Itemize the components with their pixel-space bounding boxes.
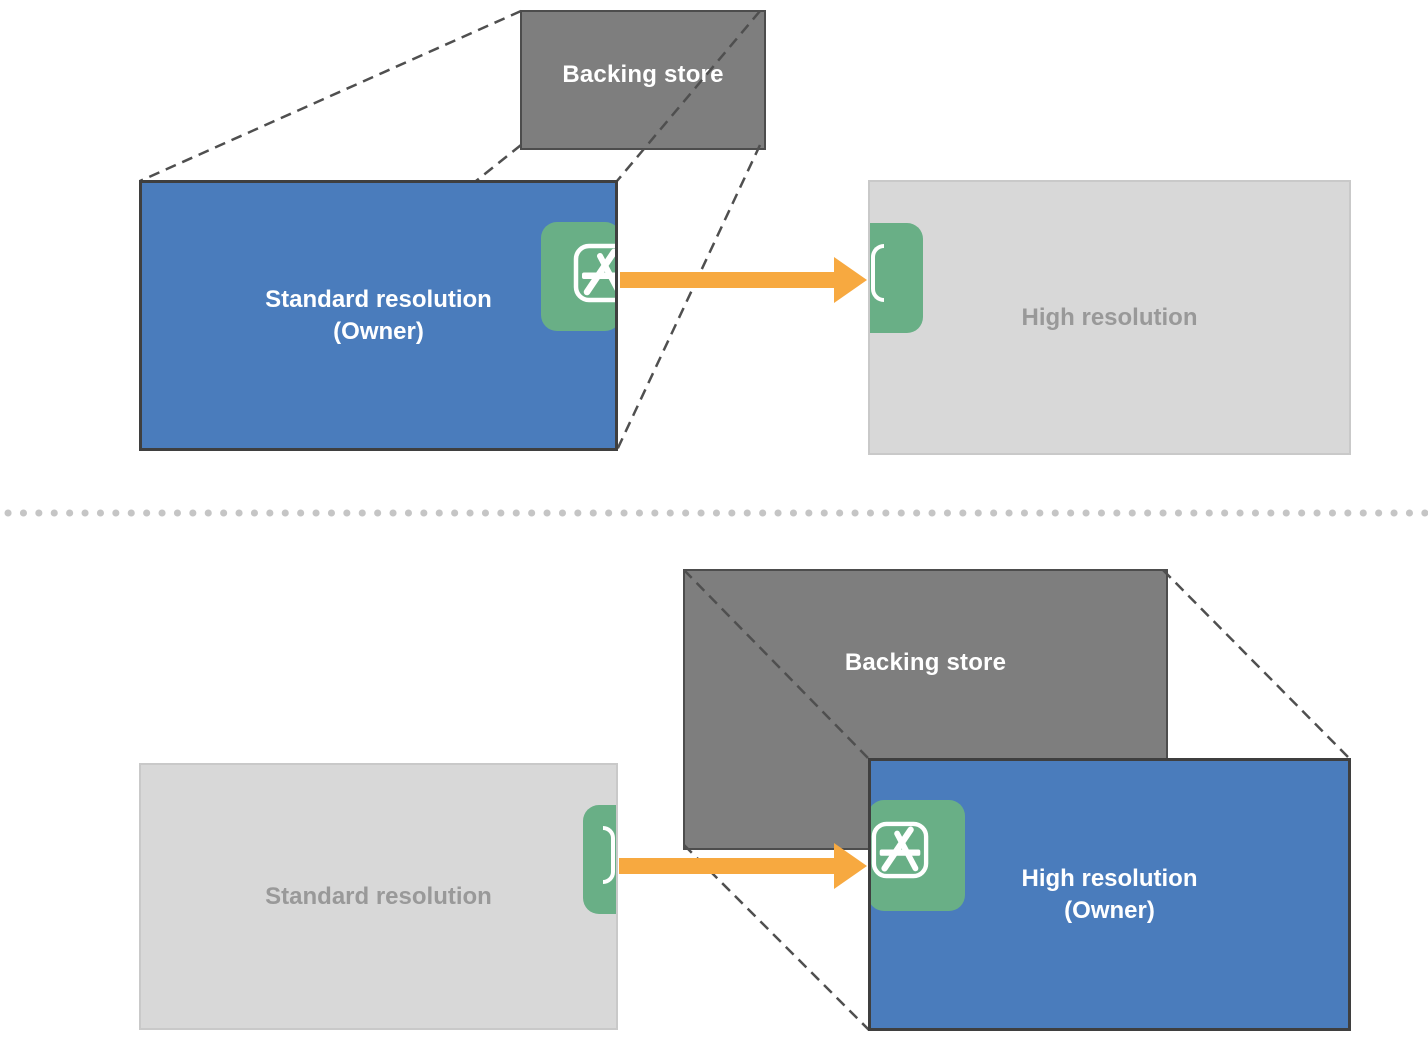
projection-dashed-line <box>1162 569 1351 760</box>
high-resolution-owner-box: High resolution (Owner) <box>868 758 1351 1031</box>
backing-store-label: Backing store <box>844 649 1007 676</box>
projection-dashed-line <box>139 9 522 183</box>
standard-resolution-owner-box: Standard resolution (Owner) <box>139 180 618 451</box>
box-label-line1: High resolution <box>1021 303 1198 331</box>
box-label-line1: Standard resolution <box>265 882 492 910</box>
standard-resolution-box: Standard resolution <box>139 763 618 1030</box>
backing-store-box-top: Backing store <box>520 10 766 150</box>
box-label-line1: Standard resolution <box>265 285 492 313</box>
app-store-outline-fragment <box>603 826 615 884</box>
app-store-outline-fragment <box>871 244 884 302</box>
app-store-icon-fragment <box>583 805 616 914</box>
app-store-glyph <box>871 821 929 879</box>
high-resolution-box: High resolution <box>868 180 1351 455</box>
app-store-glyph <box>573 243 615 303</box>
backing-store-label: Backing store <box>562 61 724 88</box>
app-store-icon <box>541 222 615 331</box>
box-label-line2: (Owner) <box>333 317 424 345</box>
app-store-icon <box>871 800 965 911</box>
transfer-arrow-top <box>620 257 867 303</box>
projection-dashed-line <box>615 144 762 451</box>
box-label-line1: High resolution <box>1021 864 1198 892</box>
app-store-icon-fragment <box>870 223 923 333</box>
box-label-line2: (Owner) <box>1064 896 1155 924</box>
projection-dashed-line <box>683 844 870 1031</box>
